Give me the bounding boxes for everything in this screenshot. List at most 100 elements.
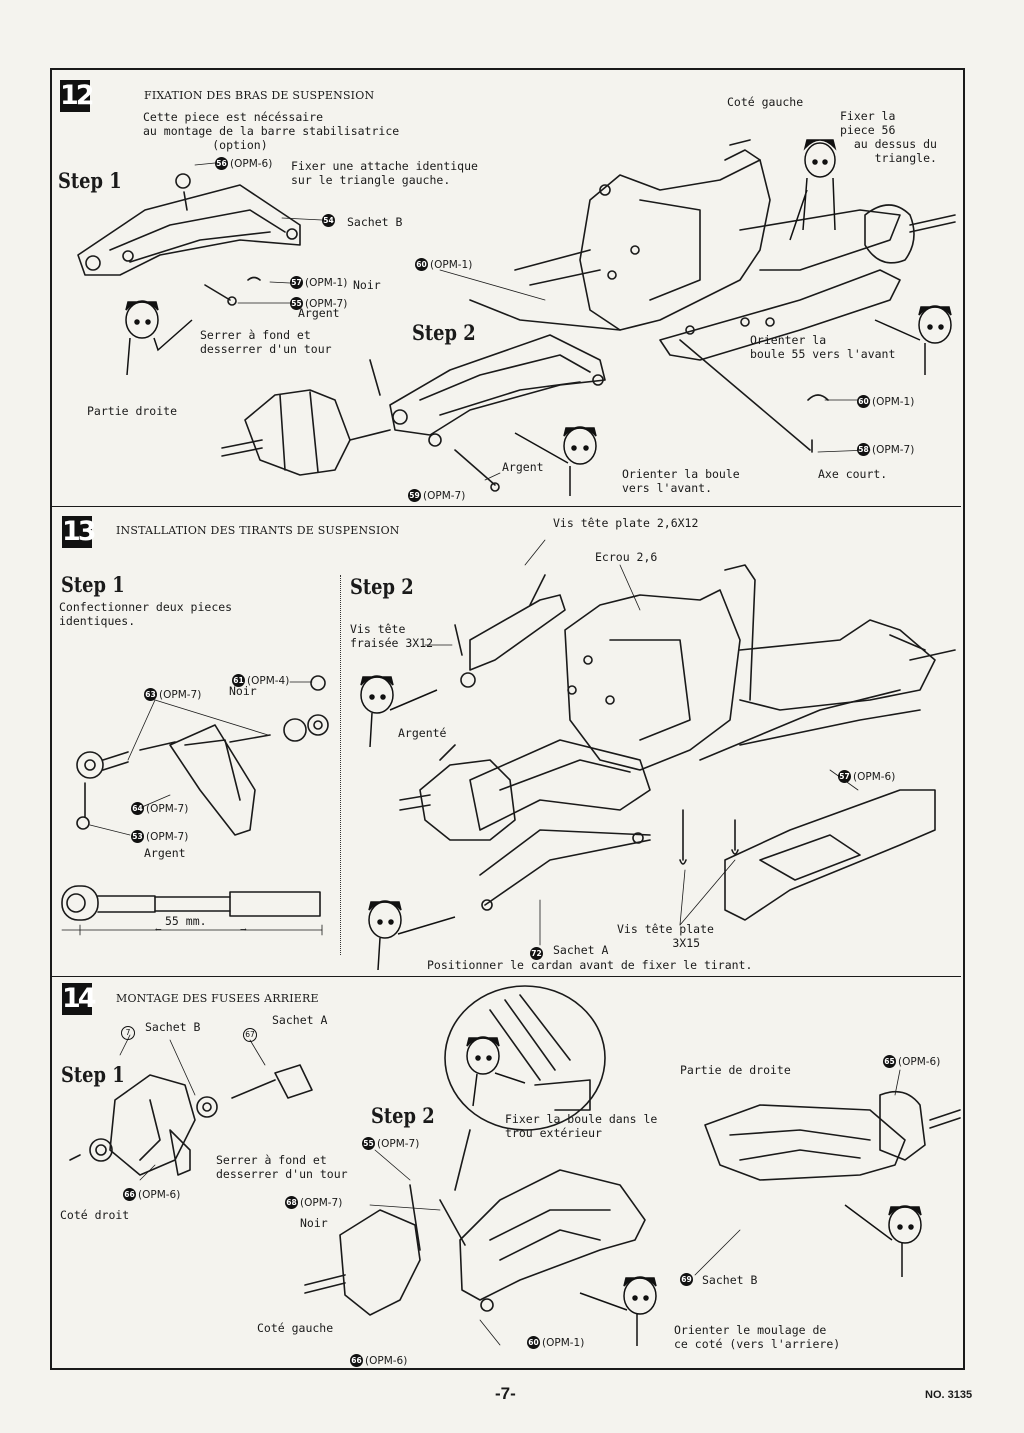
dimension-label: 55 mm. [165,914,207,928]
s13-tierod-step1 [61,675,329,936]
mascot-standing-icon [789,139,837,241]
part-55: 55(OPM-7) [290,297,348,310]
label-vis-plate: Vis tête plate 2,6X12 [553,516,699,530]
note-serrer: Serrer à fond et desserrer d'un tour [200,328,332,356]
label-vis-plate-3x15: Vis tête plate 3X15 [617,922,714,950]
part-58: 58(OPM-7) [857,443,915,456]
label-argent: Argent [298,306,340,320]
part-60: 60(OPM-1) [857,395,915,408]
label-argent-2: Argent [502,460,544,474]
part-60: 60(OPM-1) [415,258,473,271]
section-title-13: INSTALLATION DES TIRANTS DE SUSPENSION [116,524,400,537]
note-option: Cette piece est nécéssaire au montage de… [143,110,400,152]
label-argent: Argent [144,846,186,860]
part-66: 66(OPM-6) [350,1354,408,1367]
note-orienter-boule: Orienter la boule vers l'avant. [622,467,740,495]
note-positionner: Positionner le cardan avant de fixer le … [427,958,753,972]
mascot-pointing-icon [125,300,193,376]
label-ecrou: Ecrou 2,6 [595,550,658,564]
note-fixer-boule: Fixer la boule dans le trou extérieur [505,1112,658,1140]
step2-label: Step 2 [412,320,476,345]
label-partie-droite: Partie droite [87,404,178,418]
section-divider-13 [52,506,961,507]
s14-step2-magnifier [444,985,606,1191]
part-66: 66(OPM-6) [123,1188,181,1201]
page-number: -7- [495,1384,516,1403]
s13-bumper [679,789,936,921]
s14-step2-arm [304,1169,646,1316]
part-60: 60(OPM-1) [527,1336,585,1349]
part-54: 54 [322,214,335,227]
part-69: 69 [680,1273,693,1286]
section-title-12: FIXATION DES BRAS DE SUSPENSION [144,89,375,102]
s12-arm-step1 [77,173,301,306]
step-divider-13 [340,575,341,955]
s14-leaders [119,1034,901,1346]
label-cote-gauche: Coté gauche [257,1321,334,1335]
section-title-14: MONTAGE DES FUSEES ARRIERE [116,992,319,1005]
part-56: 56(OPM-6) [215,157,273,170]
s12-hub [221,389,391,476]
part-53: 53(OPM-7) [131,830,189,843]
part-61: 61(OPM-4) [232,674,290,687]
label-sachet-b: Sachet B [145,1020,201,1034]
note-orienter-55: Orienter la boule 55 vers l'avant [750,333,896,361]
note-serrer: Serrer à fond et desserrer d'un tour [216,1153,348,1181]
label-axe-court: Axe court. [818,467,888,481]
label-argente: Argenté [398,726,447,740]
label-sachet-b-2: Sachet B [702,1273,758,1287]
s13-chassis [454,564,956,771]
mascot-pointing-icon [368,900,456,971]
part-64: 64(OPM-7) [131,802,189,815]
part-57: 57(OPM-6) [838,770,896,783]
note-confection: Confectionner deux pieces identiques. [59,600,233,628]
label-noir: Noir [229,684,257,698]
page-frame [50,68,965,1370]
s13-leaders [89,539,859,946]
mascot-pointing-icon [874,305,952,375]
part-57: 57(OPM-1) [290,276,348,289]
label-cote-droit: Coté droit [60,1208,130,1222]
note-orienter-moulage: Orienter le moulage de ce coté (vers l'a… [674,1323,841,1351]
mascot-pointing-icon [466,1036,526,1107]
part-72: 72 [530,947,543,960]
part-63: 63(OPM-7) [144,688,202,701]
mascot-pointing-icon [514,426,597,496]
s14-right [704,1090,961,1181]
label-cote-gauche: Coté gauche [727,95,804,109]
part-55: 55(OPM-7) [362,1137,420,1150]
mascot-pointing-icon [360,675,438,748]
part-67: 67 [243,1028,257,1042]
s12-chassis [469,139,956,451]
label-noir: Noir [300,1216,328,1230]
note-fixer-56: Fixer la piece 56 au dessus du triangle. [840,109,937,165]
svg-text:←: ← [155,925,162,934]
part-68: 68(OPM-7) [285,1196,343,1209]
label-partie-droite: Partie de droite [680,1063,791,1077]
part-7: 7 [121,1026,135,1040]
label-sachet-a: Sachet A [553,943,609,957]
step1-label: Step 1 [61,1062,125,1087]
svg-text:→: → [240,925,247,934]
mascot-pointing-icon [844,1204,922,1277]
note-fix-same: Fixer une attache identique sur le trian… [291,159,478,187]
section-divider-14 [52,976,961,977]
mascot-pointing-icon [579,1276,657,1346]
section-number-14: 14 [62,983,97,1015]
s13-hub [399,744,516,841]
s14-step1 [69,1064,313,1176]
label-sachet-b: Sachet B [347,215,403,229]
step1-label: Step 1 [58,168,122,193]
part-59: 59(OPM-7) [408,489,466,502]
section-number-12: 12 [60,80,95,112]
s13-lower-arm [469,739,651,911]
s12-ball-detail [807,394,829,453]
label-sachet-a: Sachet A [272,1013,328,1027]
s12-arm-step2 [369,334,606,492]
step2-label: Step 2 [350,574,414,599]
section-number-13: 13 [62,516,97,548]
document-number: NO. 3135 [925,1389,973,1401]
step2-label: Step 2 [371,1103,435,1128]
part-65: 65(OPM-6) [883,1055,941,1068]
